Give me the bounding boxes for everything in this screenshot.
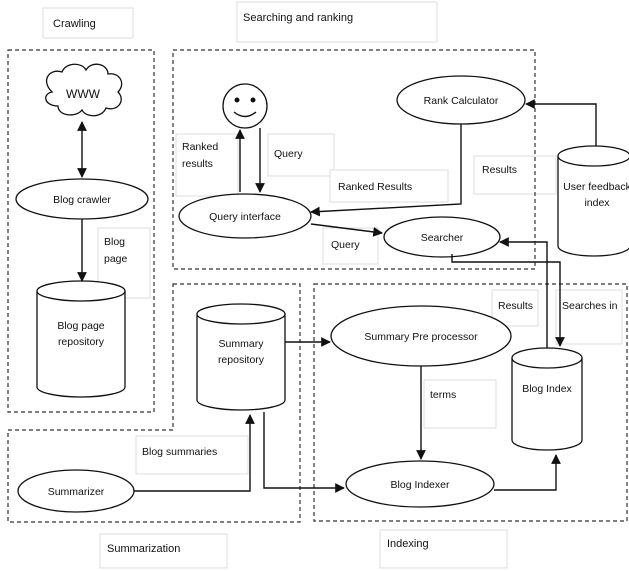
crawling-title-box <box>42 7 134 39</box>
blog-index-node <box>511 347 583 451</box>
results-top-label: Results <box>482 164 517 176</box>
indexer-index-edge <box>494 454 561 491</box>
ranked-results-label-1: Ranked <box>182 141 218 153</box>
query-right-label: Query <box>331 239 360 251</box>
query-up-label: Query <box>274 148 303 160</box>
ranked-results-label-box <box>175 133 239 197</box>
ranked-results-box-label: Ranked Results <box>338 181 412 193</box>
query-interface-label: Query interface <box>209 211 281 223</box>
indexing-region <box>313 283 628 522</box>
summary-repository-label-1: Summary <box>219 338 265 350</box>
summarization-title: Summarization <box>107 543 180 555</box>
user-feedback-index-label-2: index <box>584 197 610 209</box>
blog-summaries-label-box <box>135 435 249 475</box>
searching-title: Searching and ranking <box>243 12 353 24</box>
crawling-title: Crawling <box>53 18 96 30</box>
feedback-rank-edge <box>525 99 597 146</box>
ranked-results-label-2: results <box>182 158 213 170</box>
summarization-region <box>7 283 301 523</box>
blog-page-repository-label-2: repository <box>58 336 105 348</box>
results-mid-label: Results <box>498 300 533 312</box>
crawling-region <box>7 49 155 413</box>
searcher-label: Searcher <box>421 232 464 244</box>
summarization-title-box <box>99 533 228 569</box>
query-right-label-box <box>322 227 379 265</box>
indexing-title-box <box>379 529 508 569</box>
repository-indexer-edge <box>263 412 345 493</box>
query-searcher-edge <box>310 223 383 237</box>
user-feedback-index-label-1: User feedback <box>563 181 629 193</box>
searcher-node <box>383 216 501 258</box>
user-feedback-index-node <box>557 145 629 257</box>
blog-index-label: Blog Index <box>522 383 572 395</box>
blog-page-repository-label-1: Blog page <box>57 320 104 332</box>
summaries-edge <box>134 414 255 492</box>
www-cloud-icon <box>45 63 123 117</box>
terms-label-box <box>423 379 497 429</box>
blog-page-label-1: Blog <box>104 236 125 248</box>
smiley-face-icon <box>222 83 268 129</box>
terms-label: terms <box>430 389 456 401</box>
blog-indexer-node <box>345 460 495 508</box>
blog-indexer-label: Blog Indexer <box>391 479 450 491</box>
www-label: WWW <box>66 87 101 101</box>
blog-crawler-label: Blog crawler <box>53 194 111 206</box>
blog-page-label-2: page <box>104 253 128 265</box>
query-up-label-box <box>267 133 335 177</box>
searches-in-label: Searches in <box>562 300 618 312</box>
summarizer-label: Summarizer <box>48 486 105 498</box>
searching-region <box>172 49 536 270</box>
index-results-edge <box>499 237 548 348</box>
searches-in-edge <box>451 254 565 347</box>
summary-repository-node <box>196 303 286 411</box>
summary-preprocessor-label: Summary Pre processor <box>364 331 478 343</box>
results-mid-label-box <box>491 289 539 327</box>
indexing-title: Indexing <box>387 538 429 550</box>
ranked-results-box <box>329 169 449 203</box>
searching-title-box <box>236 1 438 43</box>
rank-calculator-label: Rank Calculator <box>424 95 499 107</box>
searches-in-label-box <box>555 289 623 345</box>
results-top-label-box <box>473 155 557 195</box>
blog-summaries-label: Blog summaries <box>142 446 217 458</box>
summary-repository-label-2: repository <box>218 354 265 366</box>
ranked-results-return-edge <box>310 124 462 217</box>
